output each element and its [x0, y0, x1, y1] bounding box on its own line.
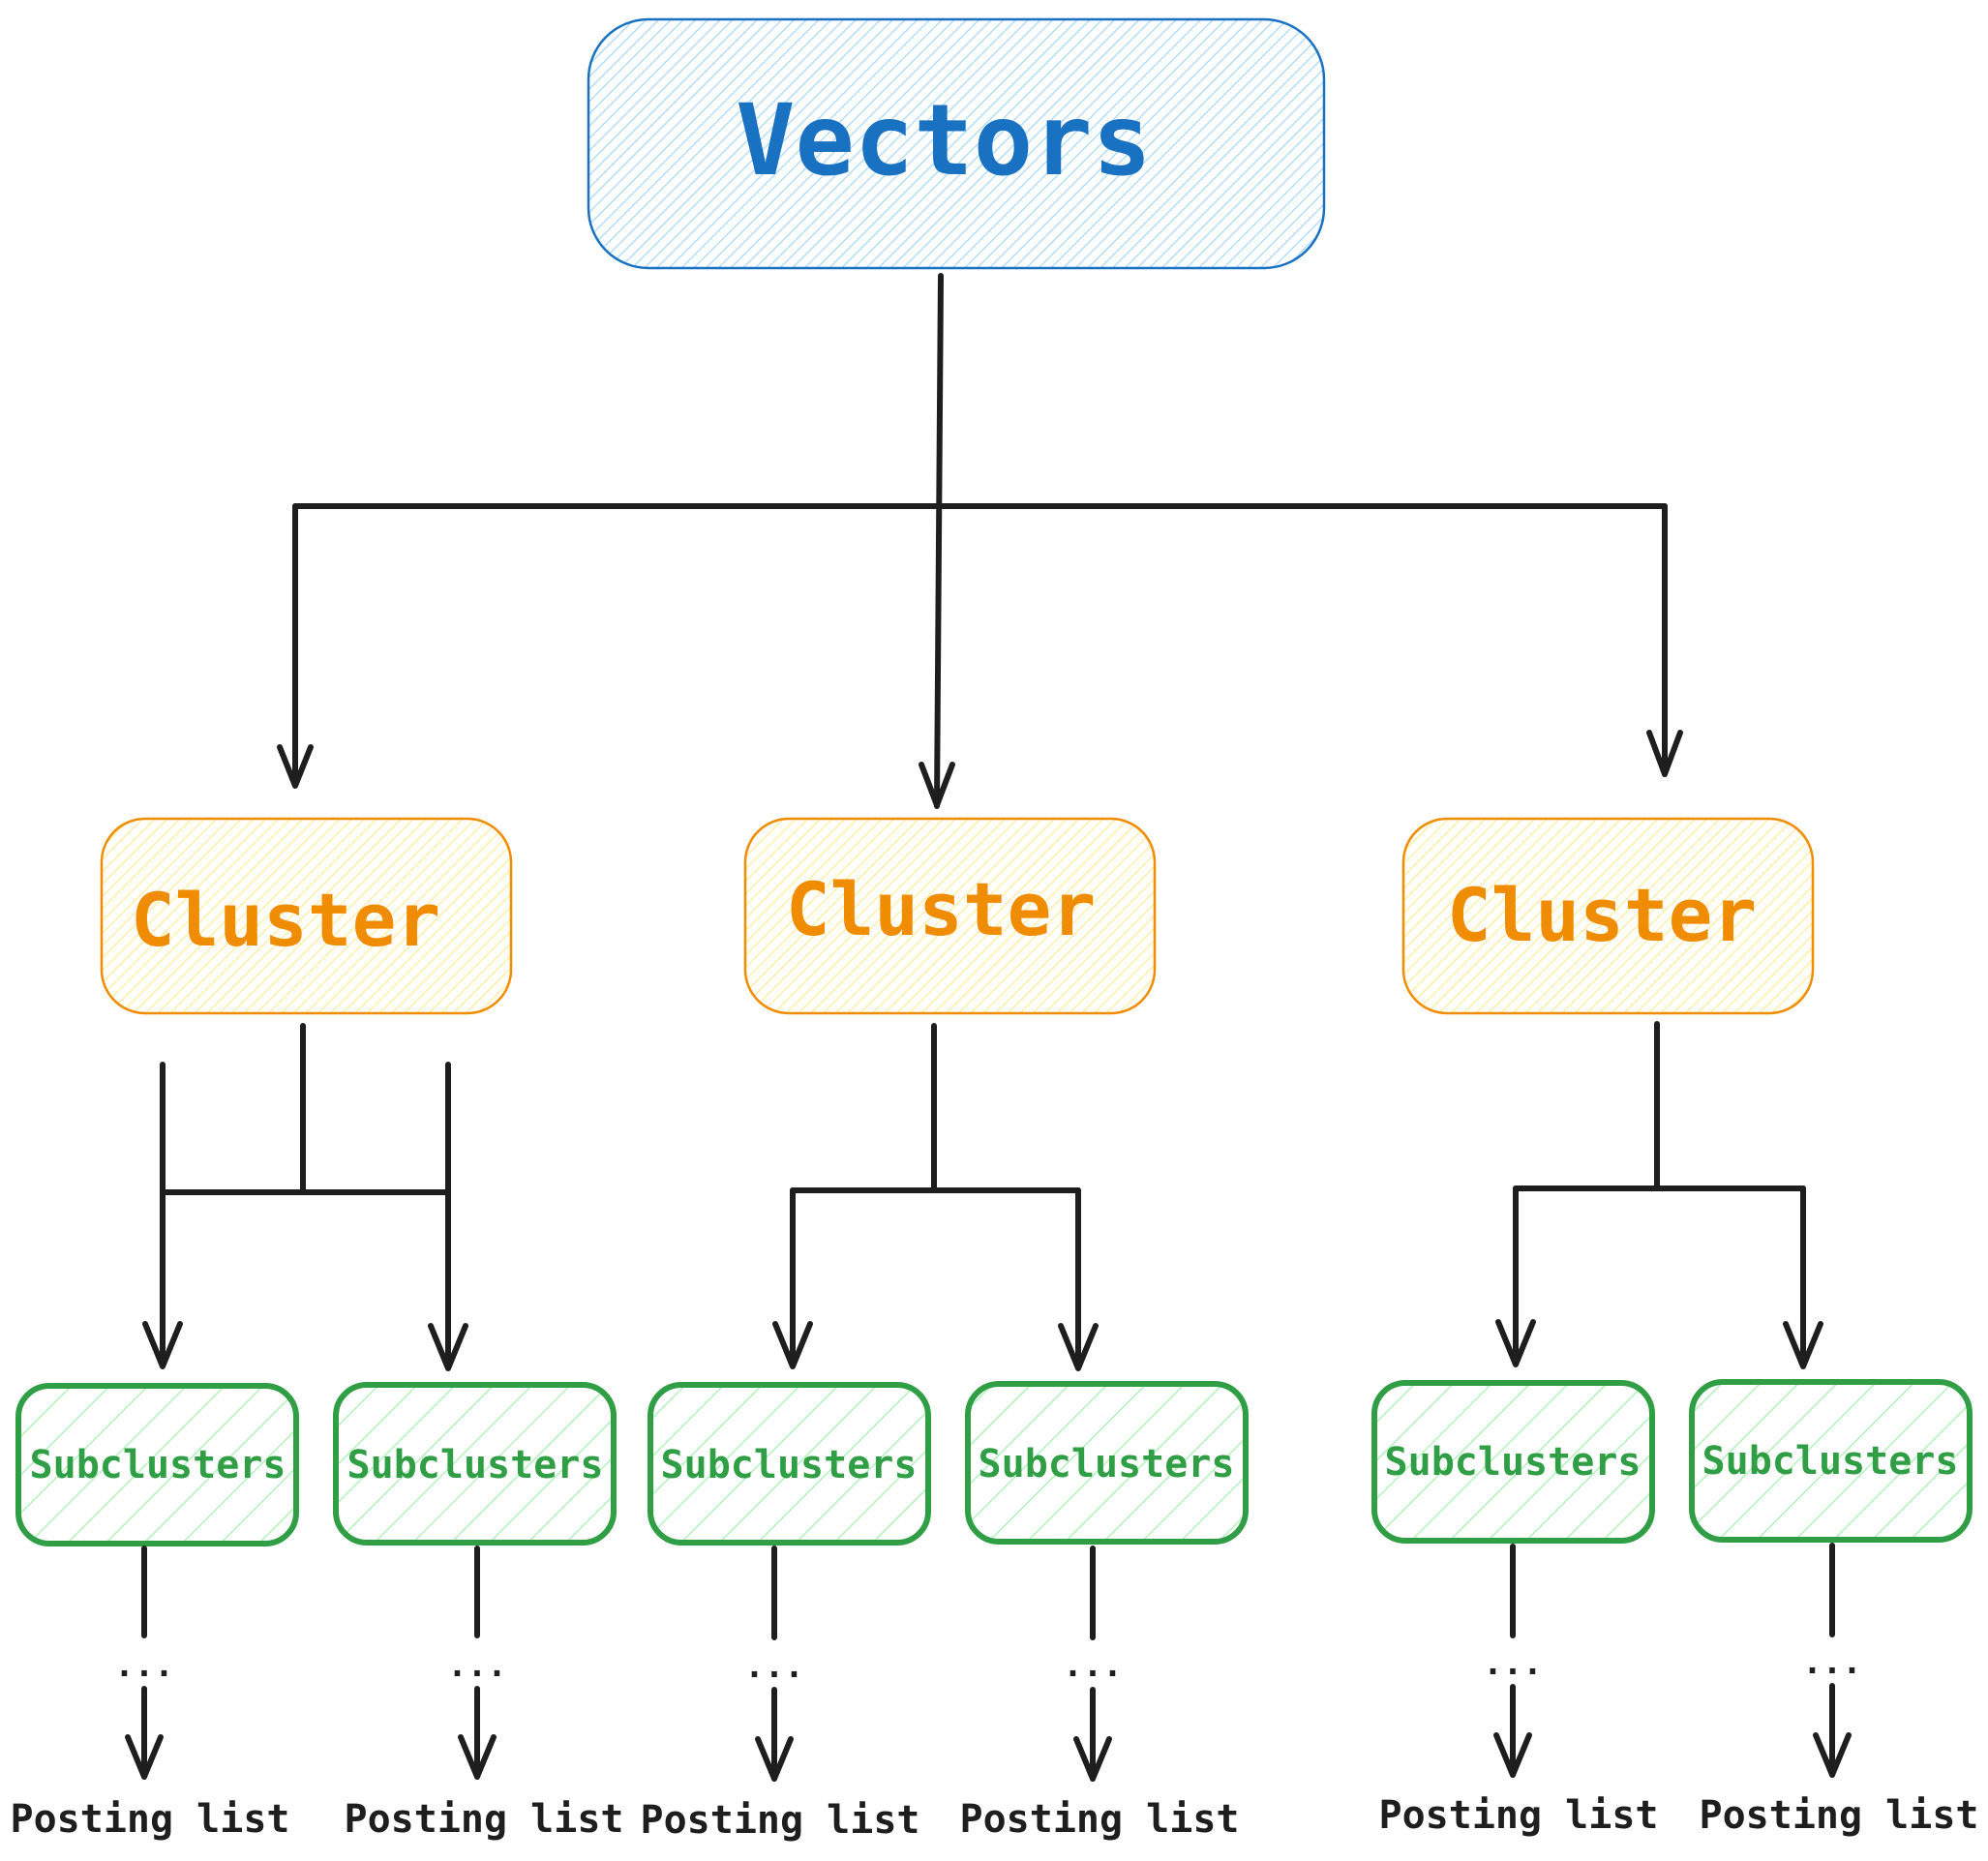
cluster-connectors [142, 1021, 1823, 1371]
arrowhead-sub-6 [1783, 1321, 1823, 1369]
leaf-branch-6: ... Posting list [1700, 1543, 1979, 1838]
subcluster-node-3: Subclusters [648, 1382, 931, 1546]
posting-list-label: Posting list [11, 1797, 290, 1842]
subcluster-label: Subclusters [661, 1443, 918, 1487]
cluster-label: Cluster [1447, 872, 1757, 958]
arrowhead-cluster-1 [277, 744, 314, 789]
cluster-label: Cluster [786, 866, 1096, 952]
leaf-arrowhead [1073, 1736, 1112, 1782]
arrowhead-cluster-3 [1646, 730, 1683, 777]
ellipsis-label: ... [1802, 1643, 1861, 1682]
ellipsis-label: ... [744, 1647, 803, 1686]
subcluster-label: Subclusters [347, 1443, 604, 1487]
cluster-node-2: Cluster [743, 817, 1157, 1015]
subcluster-node-1: Subclusters [15, 1383, 299, 1546]
leaf-branch-4: ... Posting list [960, 1546, 1240, 1842]
root-box [587, 17, 1326, 270]
leaf-arrowhead [1493, 1732, 1532, 1778]
cluster-1-bus-line [160, 1062, 451, 1195]
root-label: Vectors [736, 83, 1152, 198]
posting-list-label: Posting list [345, 1797, 624, 1842]
subcluster-box [648, 1382, 931, 1546]
leaf-branch-5: ... Posting list [1379, 1544, 1659, 1838]
leaf-arrowhead [1813, 1732, 1852, 1778]
subcluster-box [1689, 1379, 1973, 1543]
root-trunk-line [934, 273, 944, 809]
subcluster-node-2: Subclusters [333, 1382, 617, 1546]
arrowhead-sub-1 [142, 1321, 183, 1369]
cluster-node-1: Cluster [100, 817, 513, 1015]
arrowhead-sub-2 [428, 1323, 468, 1371]
subcluster-box [333, 1382, 617, 1546]
leaf-branch-2: ... Posting list [345, 1546, 624, 1842]
leaf-arrowhead [755, 1736, 794, 1782]
posting-list-label: Posting list [641, 1798, 920, 1843]
subcluster-node-6: Subclusters [1689, 1379, 1973, 1543]
subcluster-node-4: Subclusters [965, 1381, 1249, 1545]
arrowhead-sub-3 [772, 1321, 813, 1369]
subcluster-label: Subclusters [30, 1443, 286, 1487]
subcluster-node-5: Subclusters [1371, 1380, 1655, 1544]
ellipsis-label: ... [1063, 1646, 1122, 1685]
subcluster-label: Subclusters [979, 1442, 1235, 1486]
posting-list-label: Posting list [960, 1797, 1240, 1842]
arrowhead-sub-4 [1058, 1323, 1099, 1371]
cluster-node-3: Cluster [1401, 817, 1815, 1015]
leaf-branch-3: ... Posting list [641, 1546, 920, 1843]
cluster-label: Cluster [131, 877, 440, 963]
subcluster-box [15, 1383, 299, 1546]
cluster-box-2 [743, 817, 1157, 1015]
cluster-box-3 [1401, 817, 1815, 1015]
cluster-box-1 [100, 817, 513, 1015]
leaf-arrowhead [458, 1734, 497, 1780]
leaf-arrowhead [125, 1734, 164, 1780]
root-connectors [277, 273, 1683, 809]
ellipsis-label: ... [1483, 1644, 1542, 1683]
root-node: Vectors [587, 17, 1326, 270]
posting-list-label: Posting list [1379, 1793, 1659, 1838]
arrowhead-cluster-2 [919, 762, 955, 808]
ellipsis-label: ... [447, 1646, 506, 1685]
ellipsis-label: ... [114, 1646, 173, 1685]
arrowhead-sub-5 [1495, 1319, 1536, 1367]
subcluster-label: Subclusters [1385, 1440, 1642, 1485]
subcluster-box [965, 1381, 1249, 1545]
leaf-branch-1: ... Posting list [11, 1546, 290, 1842]
subcluster-label: Subclusters [1702, 1439, 1959, 1484]
posting-list-label: Posting list [1700, 1793, 1979, 1838]
subcluster-box [1371, 1380, 1655, 1544]
